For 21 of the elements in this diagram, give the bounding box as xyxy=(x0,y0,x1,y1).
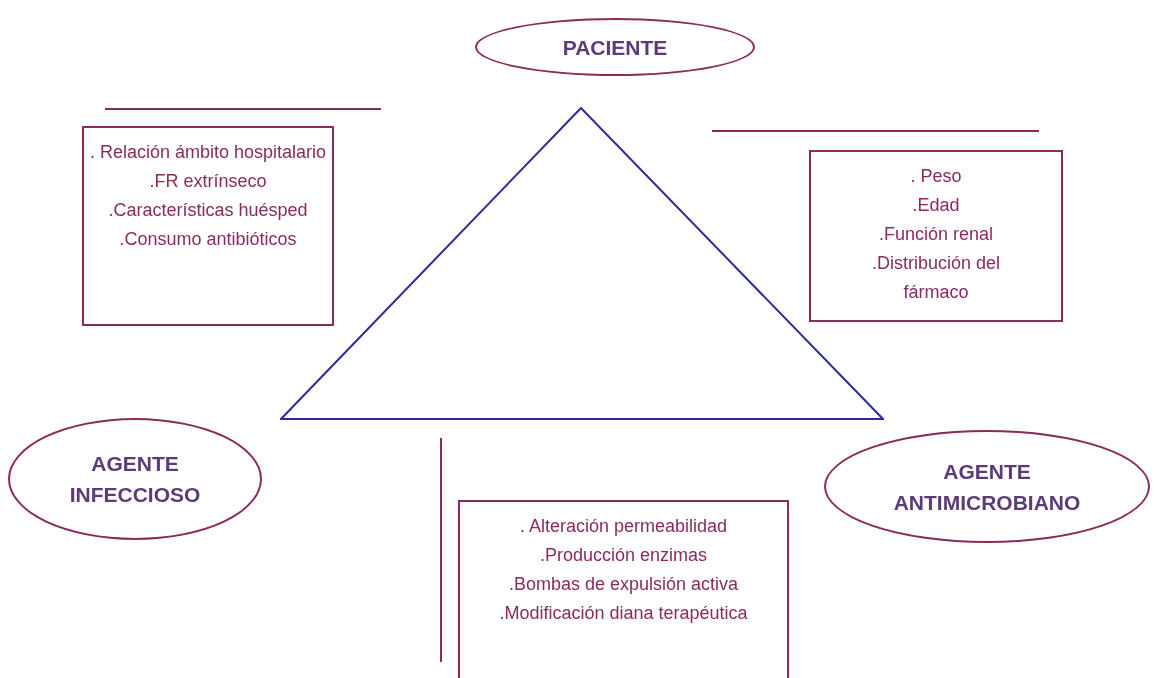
list-item: .Edad xyxy=(912,194,960,217)
ellipse-node xyxy=(8,418,262,540)
text-box xyxy=(82,126,334,326)
list-item: .Bombas de expulsión activa xyxy=(508,573,739,596)
list-item: . Peso xyxy=(910,165,962,188)
ellipse-node xyxy=(824,430,1150,543)
node-title: AGENTE INFECCIOSO xyxy=(68,451,202,508)
list-item: .Función renal xyxy=(878,223,994,246)
text-box xyxy=(458,500,789,678)
node-title: PACIENTE xyxy=(562,34,668,61)
node-title: AGENTE ANTIMICROBIANO xyxy=(892,458,1082,516)
list-item: . Alteración permeabilidad xyxy=(519,515,728,538)
list-item: .Consumo antibióticos xyxy=(119,228,297,251)
list-item: .Modificación diana terapéutica xyxy=(499,602,748,625)
list-item: .FR extrínseco xyxy=(149,170,267,193)
list-item: .Distribución del fármaco xyxy=(870,252,1002,304)
ellipse-node xyxy=(475,18,755,76)
list-item: . Relación ámbito hospitalario xyxy=(89,141,327,164)
text-box xyxy=(809,150,1063,322)
list-item: .Producción enzimas xyxy=(539,544,708,567)
list-item: .Características huésped xyxy=(108,199,308,222)
